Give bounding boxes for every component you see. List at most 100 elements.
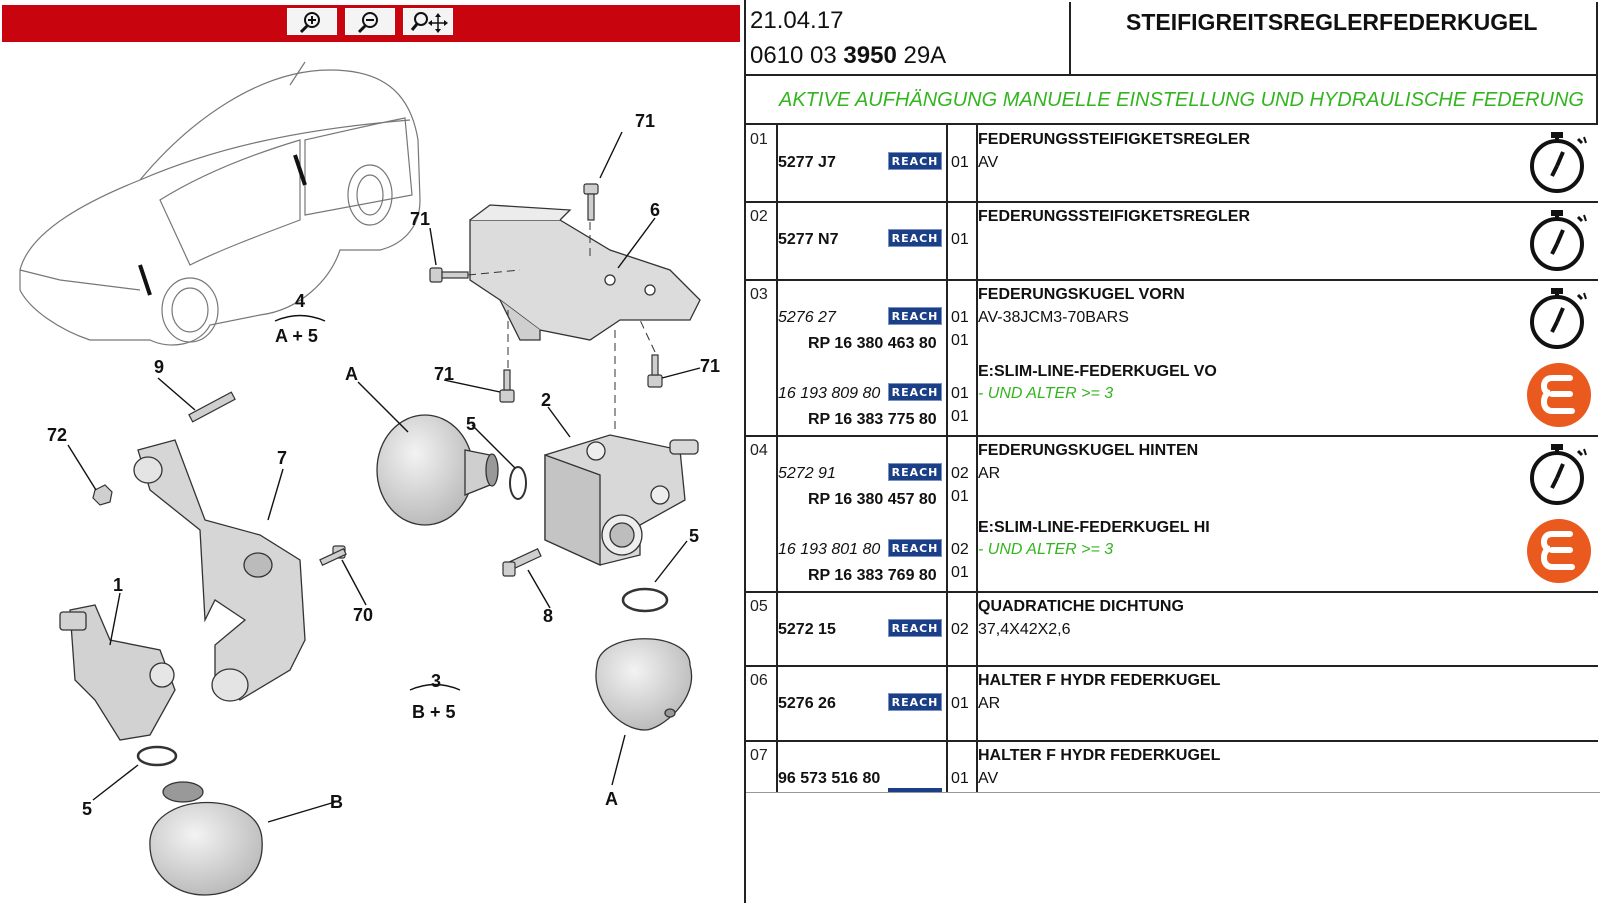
replacement-quantity: 01 (951, 564, 969, 581)
label-6: 6 (650, 200, 660, 220)
part-number[interactable]: 5272 91 (778, 465, 836, 482)
quantity: 01 (951, 309, 969, 326)
part-detail: AR (978, 695, 1001, 712)
part-description: FEDERUNGSKUGEL VORN (978, 286, 1185, 303)
alt-quantity: 01 (951, 385, 969, 402)
label-1: 1 (113, 575, 123, 595)
part-labels: 71 71 6 4 A + 5 9 72 7 A 71 71 5 2 1 70 … (47, 111, 720, 819)
zoom-in-button[interactable] (287, 8, 337, 35)
stopwatch-icon[interactable] (1526, 440, 1592, 506)
label-71-b: 71 (410, 209, 430, 229)
label-8: 8 (543, 606, 553, 626)
label-a-lower: A (605, 789, 618, 809)
reach-badge[interactable]: REACH (888, 539, 942, 557)
row-index: 05 (750, 598, 768, 615)
label-70: 70 (353, 605, 373, 625)
part-description: HALTER F HYDR FEDERKUGEL (978, 672, 1221, 689)
pane-divider[interactable] (744, 0, 746, 903)
catalog-code-suffix: 29A (896, 42, 947, 69)
alt-part-description: E:SLIM-LINE-FEDERKUGEL HI (978, 519, 1210, 536)
zoom-move-button[interactable] (403, 8, 453, 35)
diagram-pane: 71 71 6 4 A + 5 9 72 7 A 71 71 5 2 1 70 … (0, 0, 743, 903)
leader-lines (67, 131, 701, 823)
row-index: 02 (750, 208, 768, 225)
label-2: 2 (541, 390, 551, 410)
reach-badge[interactable]: REACH (888, 619, 942, 637)
zoom-move-icon (410, 12, 448, 33)
part-number[interactable]: 5277 J7 (778, 154, 836, 171)
col-line-2 (946, 125, 948, 792)
header-rule (746, 74, 1598, 76)
part-detail: AV (978, 154, 999, 171)
part-number[interactable]: 96 573 516 80 (778, 770, 881, 787)
reach-badge[interactable]: REACH (888, 693, 942, 711)
replacement-part-number[interactable]: RP 16 383 769 80 (808, 567, 937, 584)
label-5-lower: 5 (82, 799, 92, 819)
part-number[interactable]: 5276 27 (778, 309, 836, 326)
part-detail: AV-38JCM3-70BARS (978, 309, 1129, 326)
diagram-toolbar (2, 5, 740, 42)
quantity: 01 (951, 770, 969, 787)
stopwatch-icon[interactable] (1526, 128, 1592, 194)
car-valve-markers (138, 154, 307, 296)
label-5-right: 5 (689, 526, 699, 546)
quantity: 02 (951, 621, 969, 638)
part-detail: AR (978, 465, 1001, 482)
car-outline (19, 61, 421, 346)
alt-part-number[interactable]: 16 193 801 80 (778, 541, 881, 558)
part-number[interactable]: 5276 26 (778, 695, 836, 712)
catalog-code-bold: 3950 (843, 42, 897, 69)
sphere-part-b (149, 781, 263, 896)
catalog-code: 0610 03 3950 29A (750, 42, 946, 70)
label-a-upper: A (345, 364, 358, 384)
part-number[interactable]: 5277 N7 (778, 231, 839, 248)
label-71-a: 71 (635, 111, 655, 131)
replacement-part-number[interactable]: RP 16 380 457 80 (808, 491, 937, 508)
reach-badge[interactable]: REACH (888, 152, 942, 170)
stopwatch-icon[interactable] (1526, 284, 1592, 350)
stopwatch-icon[interactable] (1526, 206, 1592, 272)
reach-badge[interactable]: REACH (888, 229, 942, 247)
zoom-in-icon (299, 12, 320, 34)
seal-part-5-upper (509, 466, 527, 500)
part-number[interactable]: 5272 15 (778, 621, 836, 638)
alt-condition: - UND ALTER >= 3 (978, 541, 1114, 558)
part-detail: 37,4X42X2,6 (978, 621, 1071, 638)
zoom-out-button[interactable] (345, 8, 395, 35)
label-a-plus-5: A + 5 (275, 326, 318, 346)
label-3: 3 (431, 671, 441, 691)
e-brand-icon[interactable] (1526, 362, 1592, 428)
reach-badge[interactable]: REACH (888, 307, 942, 325)
row-sep-6 (746, 740, 1598, 742)
catalog-code-prefix: 0610 03 (750, 42, 844, 69)
reach-badge-clipped (888, 788, 942, 792)
replacement-part-number[interactable]: RP 16 383 775 80 (808, 411, 937, 428)
alt-part-description: E:SLIM-LINE-FEDERKUGEL VO (978, 363, 1217, 380)
replacement-part-number[interactable]: RP 16 380 463 80 (808, 335, 937, 352)
row-sep-2 (746, 279, 1598, 281)
reach-badge[interactable]: REACH (888, 383, 942, 401)
quantity: 01 (951, 154, 969, 171)
valve-block-part-2 (544, 434, 699, 567)
label-71-c: 71 (434, 364, 454, 384)
bolt-part-8 (502, 547, 542, 577)
exploded-parts-diagram: 71 71 6 4 A + 5 9 72 7 A 71 71 5 2 1 70 … (19, 61, 720, 896)
quantity: 01 (951, 695, 969, 712)
alt-part-number[interactable]: 16 193 809 80 (778, 385, 881, 402)
replacement-quantity: 01 (951, 408, 969, 425)
subtitle-rule (746, 123, 1598, 125)
col-line-1 (776, 125, 778, 792)
reach-badge[interactable]: REACH (888, 463, 942, 481)
row-sep-4 (746, 591, 1598, 593)
alt-quantity: 02 (951, 541, 969, 558)
valve-part-1 (59, 604, 176, 741)
e-brand-icon[interactable] (1526, 518, 1592, 584)
header-right-border (1596, 2, 1598, 124)
table-bottom-edge (746, 792, 1600, 793)
label-4: 4 (295, 291, 305, 311)
quantity: 01 (951, 231, 969, 248)
replacement-quantity: 01 (951, 488, 969, 505)
label-7: 7 (277, 448, 287, 468)
parts-list-pane: 21.04.17 0610 03 3950 29A STEIFIGREITSRE… (746, 0, 1600, 903)
bolt-parts-71 (429, 183, 663, 403)
